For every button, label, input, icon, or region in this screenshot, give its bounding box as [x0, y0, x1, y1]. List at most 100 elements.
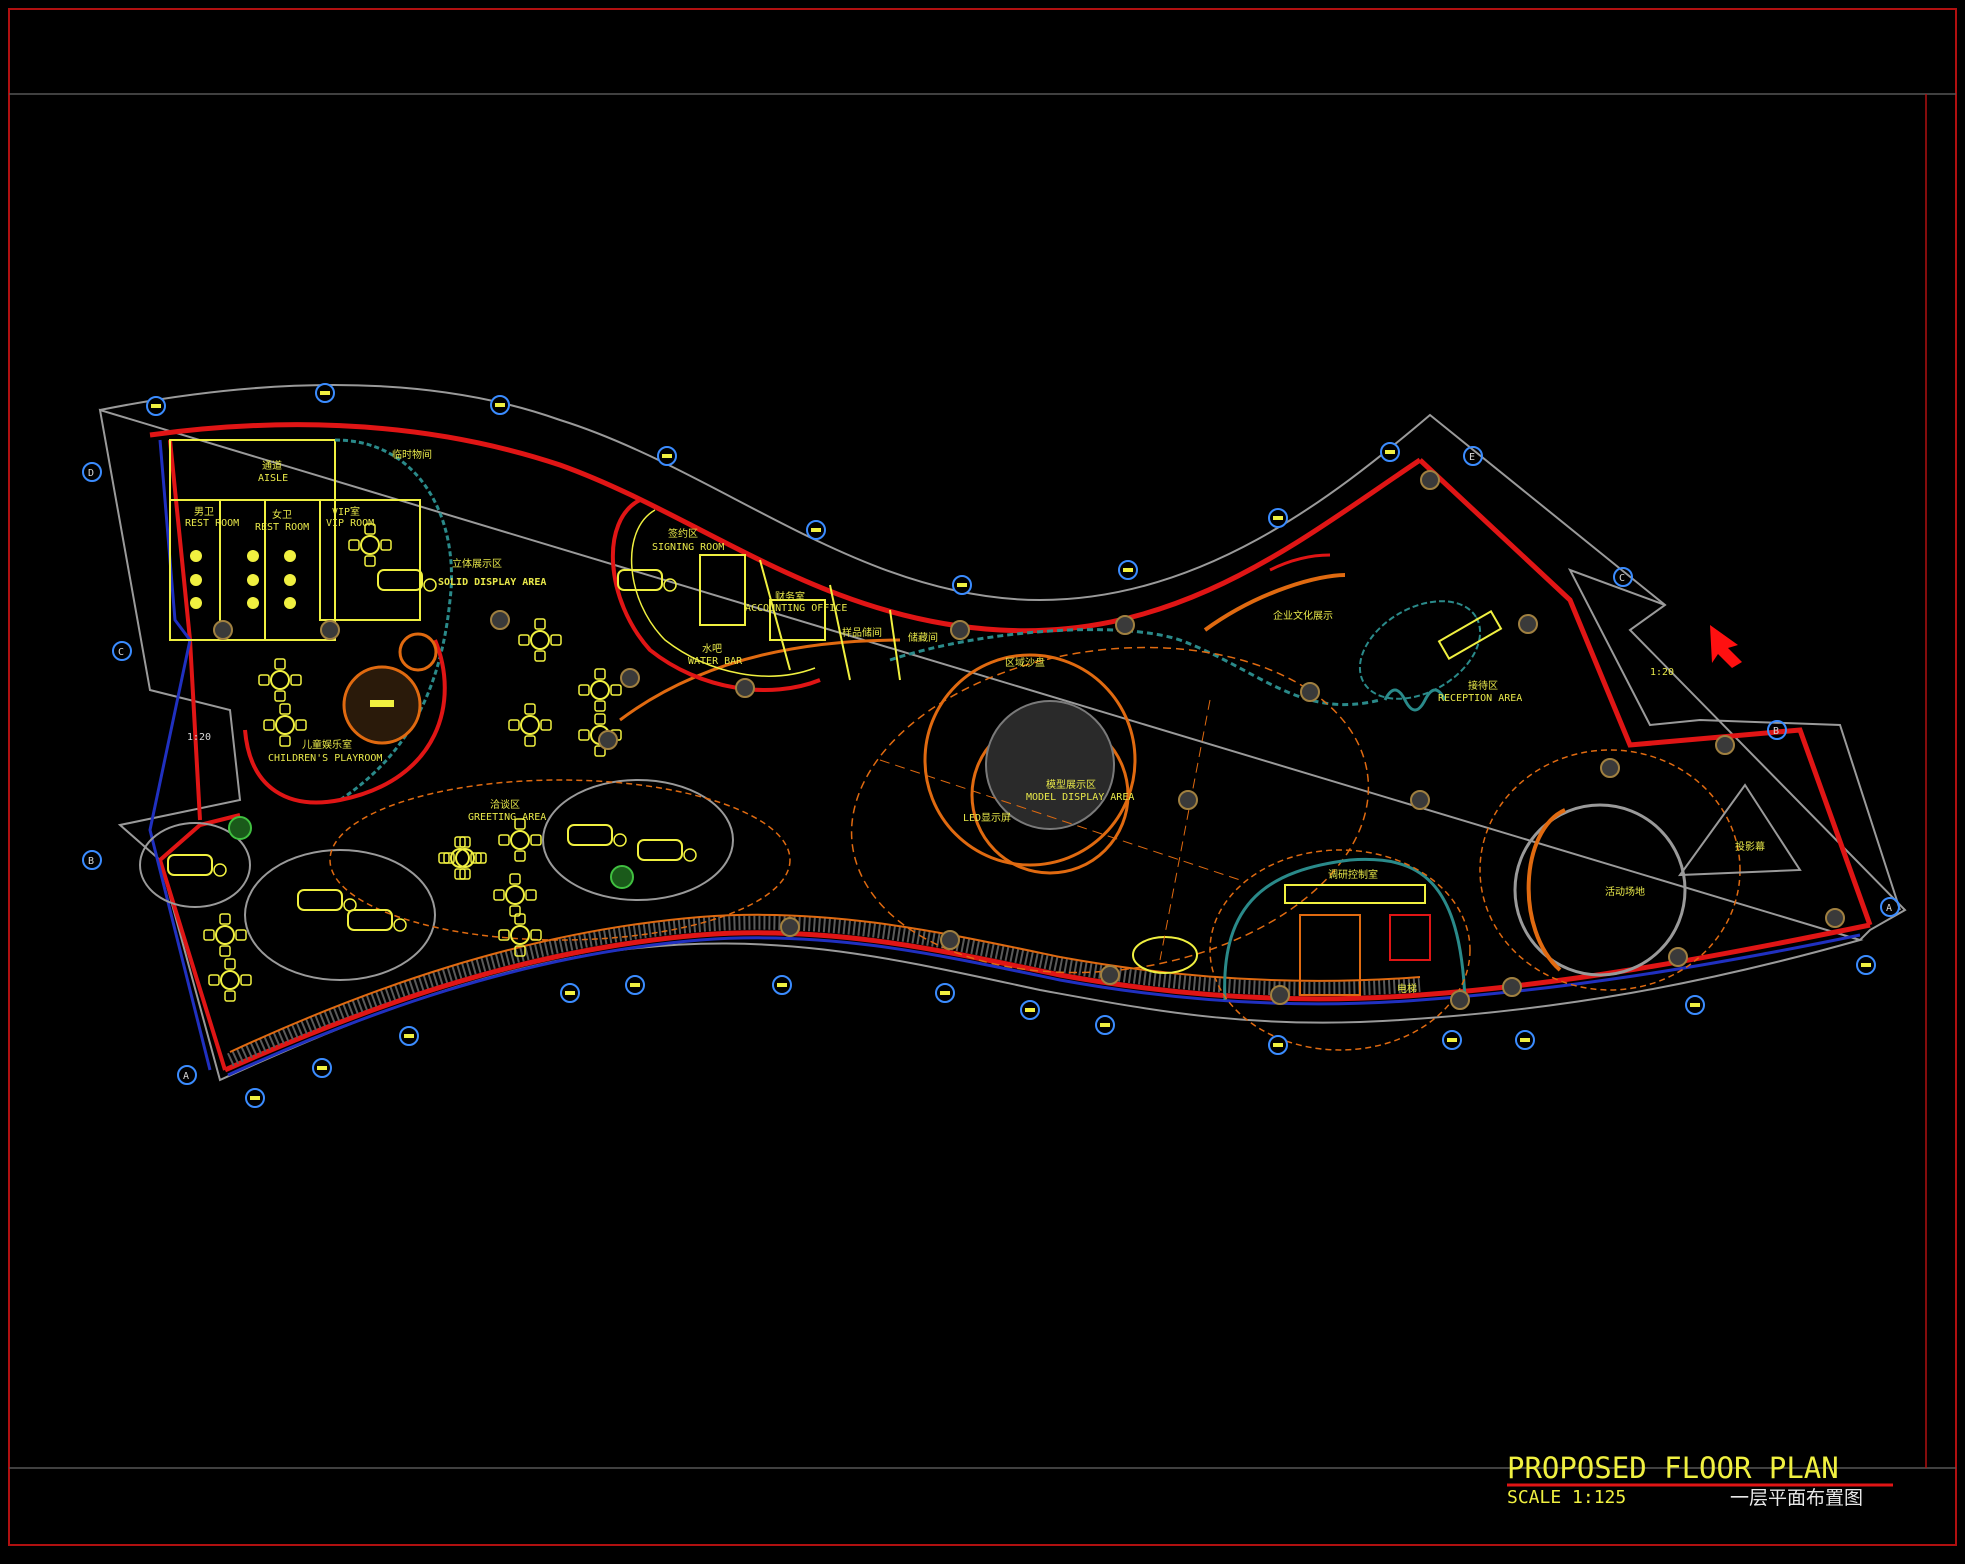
- red-wall-right: [1418, 458, 1873, 926]
- sofa: [167, 854, 213, 876]
- lighting-tag: [1020, 1000, 1040, 1020]
- table-top: [505, 885, 525, 905]
- tag-mark: [250, 1096, 260, 1100]
- chair: [514, 850, 526, 862]
- label-storage: 储藏间: [908, 631, 938, 644]
- label-female-rest-en: REST ROOM: [255, 522, 309, 533]
- chair: [279, 735, 291, 747]
- chair: [258, 674, 270, 686]
- lighting-tag: [312, 1058, 332, 1078]
- label-male-rest-en: REST ROOM: [185, 518, 239, 529]
- svg-text:B: B: [88, 856, 94, 867]
- column: [1668, 947, 1688, 967]
- column: [598, 730, 618, 750]
- chair: [443, 852, 455, 864]
- chair: [534, 650, 546, 662]
- tag-mark: [151, 404, 161, 408]
- sofa: [617, 569, 663, 591]
- tag-mark: [940, 991, 950, 995]
- chair: [224, 958, 236, 970]
- lighting-tags: [146, 383, 1876, 1108]
- column: [950, 620, 970, 640]
- reception-counter: [1437, 609, 1503, 661]
- chair: [475, 852, 487, 864]
- toilet-fixture: [247, 597, 259, 609]
- chair: [274, 690, 286, 702]
- lighting-tag: [1118, 560, 1138, 580]
- label-signing-cn: 签约区: [668, 527, 698, 540]
- table-top: [530, 630, 550, 650]
- column: [1115, 615, 1135, 635]
- chair: [279, 703, 291, 715]
- control-room-arch: [1223, 857, 1467, 1001]
- greeting-oval-3: [542, 779, 734, 901]
- round-table-set: [498, 913, 542, 957]
- axis-tag-a-right: A: [1880, 897, 1900, 917]
- label-male-rest-cn: 男卫: [194, 506, 214, 518]
- playroom-round-wall: [243, 639, 447, 805]
- tag-mark: [1690, 1003, 1700, 1007]
- lighting-tag: [1442, 1030, 1462, 1050]
- axis-tag-a-left: A: [177, 1065, 197, 1085]
- table-top: [510, 925, 530, 945]
- drawing-scale: SCALE 1:125: [1507, 1487, 1626, 1508]
- tag-mark: [662, 454, 672, 458]
- lighting-tag: [1685, 995, 1705, 1015]
- label-scale-small-2: 1:20: [1650, 667, 1674, 678]
- column: [320, 620, 340, 640]
- lighting-tag: [772, 975, 792, 995]
- chair: [364, 523, 376, 535]
- svg-text:A: A: [183, 1071, 189, 1082]
- chair: [295, 719, 307, 731]
- model-display-disc: [985, 700, 1115, 830]
- lighting-tag: [146, 396, 166, 416]
- column: [1502, 977, 1522, 997]
- vip-round-wall: [334, 438, 453, 802]
- chair: [514, 913, 526, 925]
- restroom-walls: [169, 439, 336, 641]
- label-aisle-en: AISLE: [258, 473, 288, 484]
- sofa: [637, 839, 683, 861]
- axis-tag-e-top: E: [1463, 446, 1483, 466]
- table-top: [220, 970, 240, 990]
- column: [1715, 735, 1735, 755]
- label-control-room: 调研控制室: [1328, 868, 1378, 881]
- tag-mark: [1273, 516, 1283, 520]
- plant: [228, 816, 252, 840]
- round-table-set: [508, 703, 552, 747]
- projection-triangle: [1677, 783, 1802, 877]
- tag-mark: [957, 583, 967, 587]
- control-dashed-ring: [1209, 849, 1471, 1051]
- playroom-yellow-bench: [370, 700, 394, 707]
- toilet-fixture: [284, 574, 296, 586]
- tag-mark: [1123, 568, 1133, 572]
- toilet-fixture: [190, 597, 202, 609]
- side-table: [423, 578, 437, 592]
- chair: [380, 539, 392, 551]
- chair: [524, 703, 536, 715]
- entrance-arrow: [1710, 625, 1742, 668]
- lighting-tag: [1515, 1030, 1535, 1050]
- label-signing-en: SIGNING ROOM: [652, 542, 724, 553]
- control-desks: [1284, 884, 1426, 904]
- tag-mark: [1447, 1038, 1457, 1042]
- label-playroom-cn: 儿童娱乐室: [302, 738, 352, 751]
- axis-line-2: [1159, 699, 1211, 961]
- sofa-group: [377, 569, 437, 592]
- chair: [203, 929, 215, 941]
- toilet-fixture: [190, 574, 202, 586]
- label-projection: 投影幕: [1735, 840, 1765, 853]
- lighting-tag: [1380, 442, 1400, 462]
- chair: [594, 700, 606, 712]
- label-model-cn: 模型展示区: [1046, 778, 1096, 791]
- chair: [498, 929, 510, 941]
- table-top: [275, 715, 295, 735]
- chair: [514, 818, 526, 830]
- lighting-tag: [490, 395, 510, 415]
- lighting-tag: [806, 520, 826, 540]
- chair: [263, 719, 275, 731]
- column: [1410, 790, 1430, 810]
- toilet-fixture: [247, 574, 259, 586]
- axis-tag-b-right: B: [1767, 720, 1787, 740]
